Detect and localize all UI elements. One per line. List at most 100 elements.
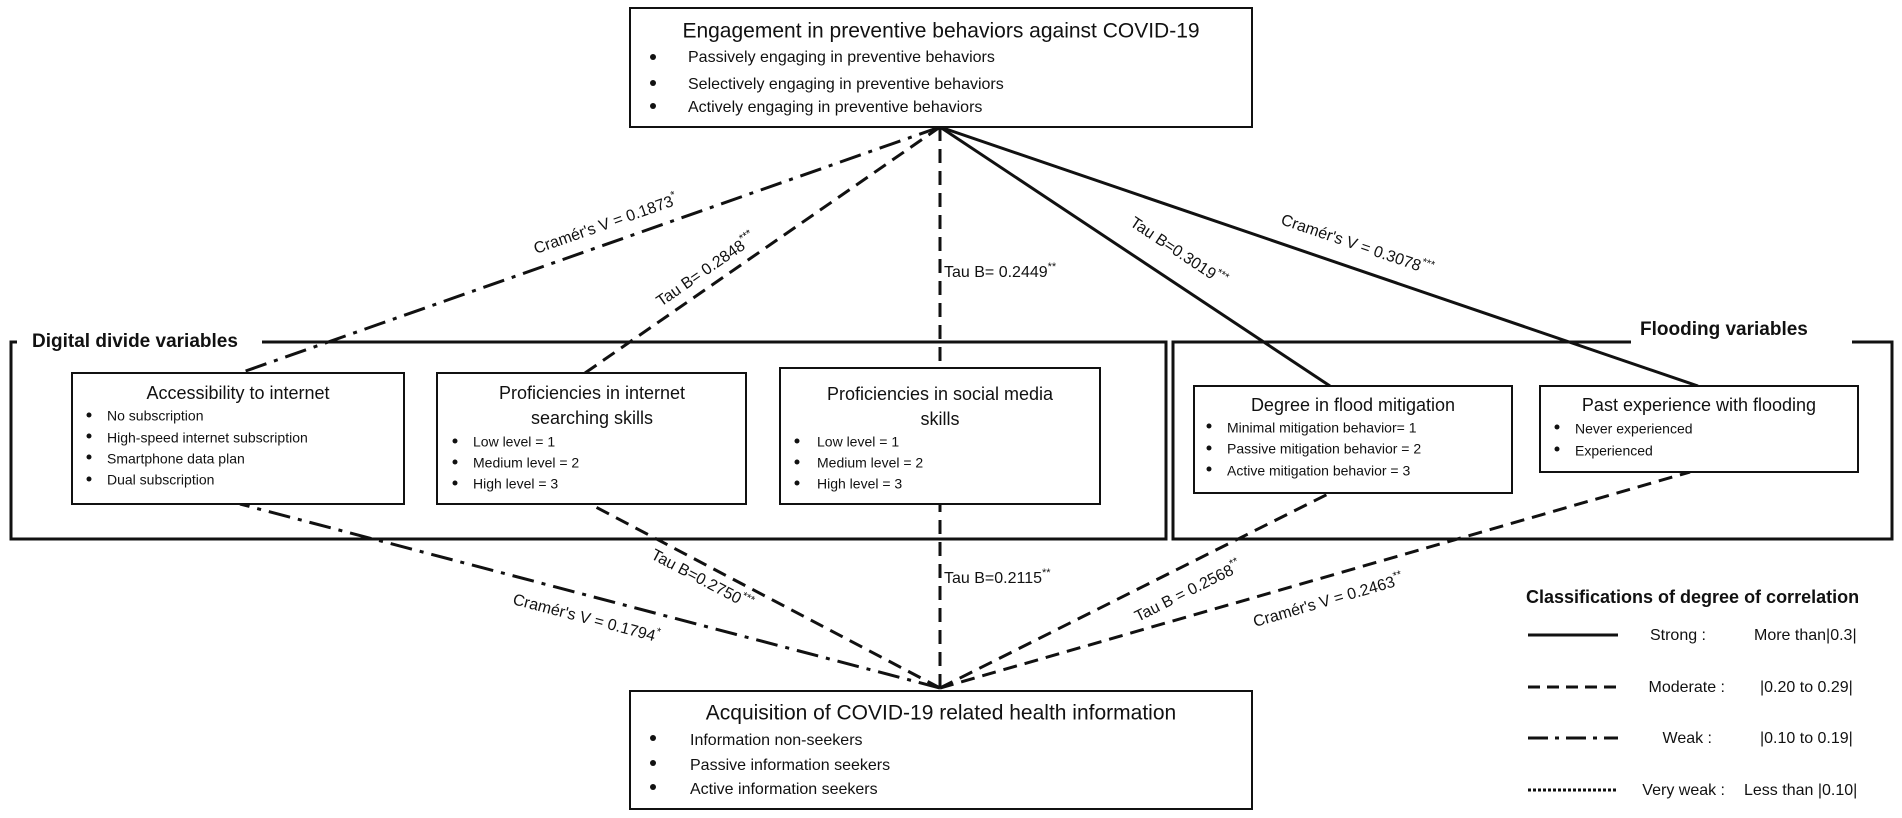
top-box: Engagement in preventive behaviors again… [629, 7, 1253, 128]
list-item: Low level = 1 [473, 434, 555, 450]
bullet [794, 459, 800, 465]
list-item: Actively engaging in preventive behavior… [688, 99, 982, 116]
experience-box: Past experience with flooding Never expe… [1539, 385, 1859, 473]
list-item: Passive information seekers [690, 757, 890, 774]
line-top-access [239, 125, 941, 375]
line-bot-access [239, 502, 941, 690]
list-item: Medium level = 2 [473, 455, 579, 471]
list-item: Medium level = 2 [817, 455, 923, 471]
legend-label-veryweak: Very weak : [1642, 782, 1725, 799]
list-item: High level = 3 [817, 476, 902, 492]
label-top-mitigation: Tau B=0.3019*** [1127, 212, 1232, 291]
search-box: Proficiencies in internet searching skil… [436, 372, 747, 505]
list-item: Active mitigation behavior = 3 [1227, 463, 1410, 479]
label-bot-access: Cramér's V = 0.1794* [511, 589, 663, 647]
digital-divide-title: Digital divide variables [32, 331, 238, 352]
mitigation-box-title: Degree in flood mitigation [1251, 395, 1455, 415]
bullet [650, 784, 656, 790]
legend-title: Classifications of degree of correlation [1526, 587, 1859, 607]
top-box-frame [629, 7, 1253, 128]
social-box: Proficiencies in social media skills Low… [779, 367, 1101, 505]
label-bot-experience: Cramér's V = 0.2463** [1251, 568, 1406, 630]
mitigation-box-frame [1193, 385, 1513, 494]
experience-box-title: Past experience with flooding [1582, 395, 1816, 415]
label-bot-search: Tau B=0.2750*** [648, 544, 757, 614]
bullet [452, 459, 458, 465]
search-box-title-line1: Proficiencies in internet [499, 383, 685, 403]
bullet [1554, 424, 1560, 430]
list-item: Smartphone data plan [107, 451, 245, 467]
bullet [1206, 423, 1212, 429]
social-box-title-line2: skills [921, 409, 960, 429]
list-item: No subscription [107, 408, 204, 424]
list-item: Low level = 1 [817, 434, 899, 450]
list-item: Never experienced [1575, 421, 1693, 437]
line-top-experience [939, 125, 1699, 388]
bullet [86, 433, 92, 439]
bullet [86, 454, 92, 460]
bottom-box-items: Information non-seekers Passive informat… [650, 732, 890, 798]
bullet [794, 438, 800, 444]
list-item: Active information seekers [690, 781, 878, 798]
line-top-search [584, 125, 941, 375]
legend-range-strong: More than|0.3| [1754, 627, 1857, 644]
legend-range-weak: |0.10 to 0.19| [1760, 730, 1853, 747]
label-top-social: Tau B= 0.2449** [944, 261, 1057, 281]
flooding-title: Flooding variables [1640, 319, 1808, 340]
line-bot-experience [939, 470, 1691, 690]
bullet [650, 80, 656, 86]
legend-range-moderate: |0.20 to 0.29| [1760, 679, 1853, 696]
digital-divide-frame [9, 340, 1168, 541]
list-item: Information non-seekers [690, 732, 863, 749]
bullet [86, 476, 92, 482]
label-bot-social: Tau B=0.2115** [944, 567, 1051, 587]
social-box-frame [779, 367, 1101, 505]
list-item: Passive mitigation behavior = 2 [1227, 441, 1421, 457]
legend-label-strong: Strong : [1650, 627, 1706, 644]
legend-range-veryweak: Less than |0.10| [1744, 782, 1857, 799]
access-box: Accessibility to internet No subscriptio… [71, 372, 405, 505]
list-item: Passively engaging in preventive behavio… [688, 49, 995, 66]
social-box-title-line1: Proficiencies in social media [827, 384, 1054, 404]
legend: Classifications of degree of correlation… [1526, 587, 1859, 799]
search-box-title-line2: searching skills [531, 408, 653, 428]
label-top-access: Cramér's V = 0.1873* [531, 189, 681, 258]
line-bot-mitigation [939, 491, 1331, 690]
digital-divide-group: Digital divide variables [9, 331, 1168, 541]
bottom-box: Acquisition of COVID-19 related health i… [629, 690, 1253, 810]
legend-label-weak: Weak : [1663, 730, 1713, 747]
bullet [1206, 466, 1212, 472]
bullet [452, 438, 458, 444]
mitigation-box: Degree in flood mitigation Minimal mitig… [1193, 385, 1513, 494]
access-box-title: Accessibility to internet [146, 383, 329, 403]
bullet [650, 54, 656, 60]
flooding-frame [1171, 340, 1894, 541]
list-item: Experienced [1575, 443, 1653, 459]
top-box-title: Engagement in preventive behaviors again… [682, 20, 1199, 43]
search-box-frame [436, 372, 747, 505]
bullet [1206, 445, 1212, 451]
label-top-search: Tau B= 0.2848*** [652, 227, 760, 310]
access-box-frame [71, 372, 405, 505]
list-item: Dual subscription [107, 472, 214, 488]
flooding-group: Flooding variables [1171, 319, 1894, 541]
bullet [650, 735, 656, 741]
bullet [86, 412, 92, 418]
list-item: High-speed internet subscription [107, 430, 308, 446]
bullet [794, 480, 800, 486]
list-item: Selectively engaging in preventive behav… [688, 76, 1004, 93]
bullet [1554, 446, 1560, 452]
top-box-items: Passively engaging in preventive behavio… [650, 49, 1004, 116]
list-item: High level = 3 [473, 476, 558, 492]
bullet [650, 103, 656, 109]
legend-label-moderate: Moderate : [1649, 679, 1725, 696]
bottom-box-frame [629, 690, 1253, 810]
bullet [452, 480, 458, 486]
experience-box-frame [1539, 385, 1859, 473]
line-bot-search [589, 502, 941, 690]
bullet [650, 760, 656, 766]
list-item: Minimal mitigation behavior= 1 [1227, 420, 1417, 436]
line-top-mitigation [939, 125, 1331, 388]
bottom-box-title: Acquisition of COVID-19 related health i… [706, 702, 1176, 725]
